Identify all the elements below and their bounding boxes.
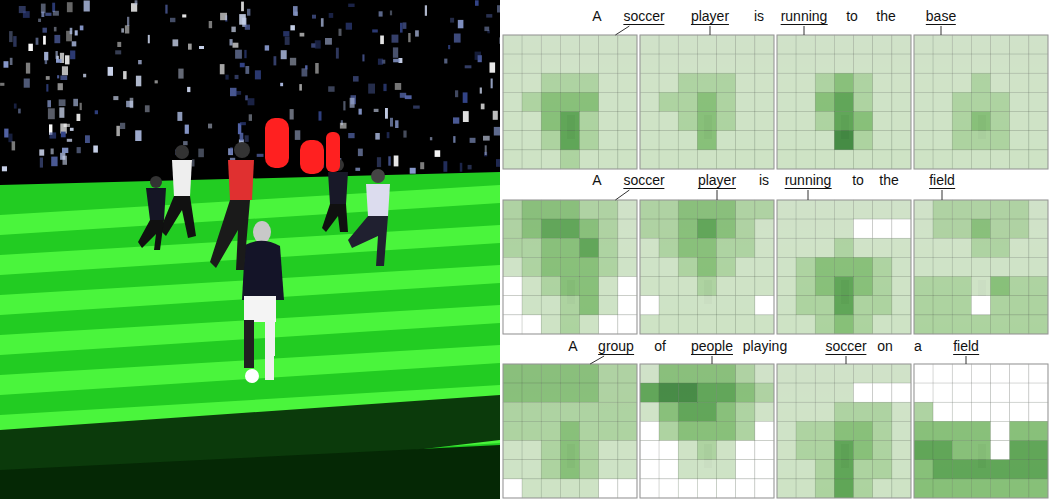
attention-panel (640, 35, 774, 169)
attention-panel (503, 200, 637, 334)
caption-word-underlined: field (929, 172, 955, 189)
caption-word: is (759, 172, 769, 188)
caption-word-underlined: group (598, 338, 634, 355)
attention-panel (503, 364, 637, 498)
caption-word: is (754, 8, 764, 24)
caption-word-underlined: base (926, 8, 956, 25)
pitch (0, 172, 500, 499)
leader-line (712, 356, 713, 364)
attention-panel (914, 200, 1048, 334)
attention-panel (777, 200, 911, 334)
crowd (0, 0, 500, 174)
caption-word: a (914, 338, 922, 354)
caption-word-underlined: people (691, 338, 733, 355)
shadow-band (0, 395, 500, 499)
caption-word: the (876, 8, 895, 24)
leader-line (941, 26, 942, 35)
attention-panel (640, 200, 774, 334)
caption-word-underlined: field (953, 338, 979, 355)
soccer-photo (0, 0, 500, 499)
attention-panel (914, 364, 1048, 498)
caption-word-underlined: soccer (623, 172, 664, 189)
caption-word: to (846, 8, 858, 24)
caption-word-underlined: running (781, 8, 828, 25)
attention-panel (777, 35, 911, 169)
leader-line (804, 26, 805, 35)
caption-word: the (879, 172, 898, 188)
caption-word: to (852, 172, 864, 188)
stadium-background (0, 0, 500, 499)
caption-word: of (654, 338, 666, 354)
leader-line (615, 190, 629, 200)
caption-word-underlined: player (698, 172, 736, 189)
players (138, 118, 390, 383)
caption-word: A (592, 8, 601, 24)
caption-word-underlined: soccer (623, 8, 664, 25)
caption-word: on (877, 338, 893, 354)
attention-panel (640, 364, 774, 498)
caption-word-underlined: running (785, 172, 832, 189)
caption-word-underlined: soccer (825, 338, 866, 355)
shadow-band (0, 445, 500, 499)
leader-line (590, 356, 604, 364)
attention-panel (503, 35, 637, 169)
leader-line (966, 356, 967, 364)
leader-line (942, 190, 943, 200)
caption-word-underlined: player (691, 8, 729, 25)
leader-line (710, 26, 711, 35)
leader-line (808, 190, 809, 200)
attention-panel (914, 35, 1048, 169)
leader-line (615, 26, 629, 35)
caption-word: A (592, 172, 601, 188)
leader-line (717, 190, 718, 200)
leader-line (846, 356, 847, 364)
caption-word: A (568, 338, 577, 354)
pitch-stripes (0, 185, 500, 499)
attention-panel (777, 364, 911, 498)
caption-word: playing (743, 338, 787, 354)
